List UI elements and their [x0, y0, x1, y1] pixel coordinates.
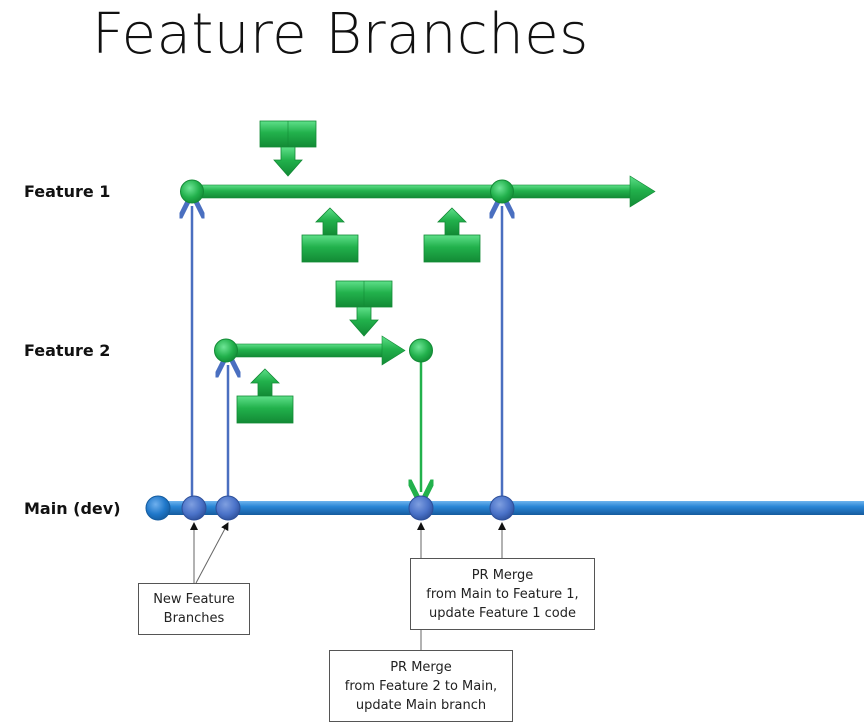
callout-line: from Main to Feature 1,: [426, 586, 579, 602]
feature-2-end-node: [409, 338, 433, 363]
pull-down-icon: [259, 120, 317, 177]
branch-label-feature-1: Feature 1: [24, 182, 111, 201]
push-up-icon: [236, 368, 294, 424]
callout-line: PR Merge: [390, 659, 452, 675]
feature-2-arrowhead: [381, 335, 406, 366]
feature-1-merge-node: [490, 179, 514, 204]
callout-line: update Main branch: [355, 697, 487, 713]
feature-1-arrowhead: [629, 175, 656, 208]
main-node-branch-feature-2: [215, 495, 241, 521]
main-node-branch-feature-1: [181, 495, 207, 521]
feature-2-branch-line: [225, 343, 385, 358]
feature-2-start-node: [214, 338, 238, 363]
branch-label-main: Main (dev): [24, 499, 121, 518]
push-up-icon: [301, 207, 359, 263]
callout-line: Branches: [163, 611, 225, 626]
pull-down-icon: [335, 280, 393, 337]
main-start-node: [145, 495, 171, 521]
callout-pr-merge-feature-2-to-main: PR Merge from Feature 2 to Main, update …: [329, 650, 513, 722]
page-title: Feature Branches: [92, 2, 589, 67]
callout-pr-merge-main-to-feature-1: PR Merge from Main to Feature 1, update …: [410, 558, 595, 630]
callout-new-feature-branches: New Feature Branches: [138, 583, 250, 635]
callout-line: from Feature 2 to Main,: [344, 678, 498, 694]
callout-line: update Feature 1 code: [429, 605, 576, 621]
main-node-merge-feature-2: [408, 495, 434, 521]
feature-1-start-node: [180, 179, 204, 204]
main-node-merge-to-feature-1: [489, 495, 515, 521]
feature-1-branch-line: [191, 184, 633, 199]
branch-label-feature-2: Feature 2: [24, 341, 111, 360]
callout-line: New Feature: [153, 592, 235, 607]
callout-pointer-new-branch-2: [195, 522, 229, 584]
push-up-icon: [423, 207, 481, 263]
callout-line: PR Merge: [471, 567, 534, 583]
